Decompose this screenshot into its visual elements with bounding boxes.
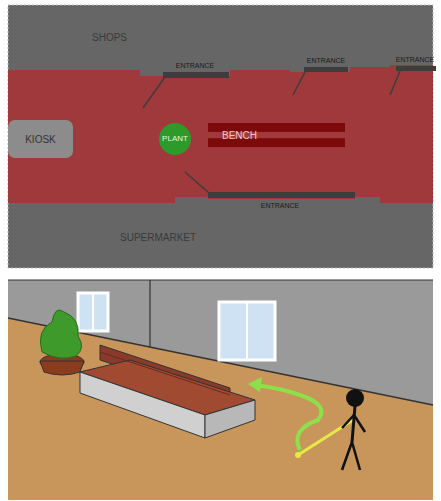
walking-path-arrow xyxy=(248,377,321,450)
node-text: PLANT xyxy=(162,135,188,144)
wall-corner xyxy=(149,280,150,347)
ceiling-edge xyxy=(8,280,433,281)
wall xyxy=(8,280,433,405)
bench-bars: BENCH xyxy=(208,122,345,149)
entrance-door xyxy=(208,192,355,198)
window xyxy=(78,293,108,331)
entrance-label: ENTRANCE xyxy=(307,57,346,65)
map-ground xyxy=(8,5,433,268)
door-leaf xyxy=(293,72,305,95)
plant-circle: PLANT xyxy=(158,122,192,156)
kiosk-box: KIOSK xyxy=(8,120,73,158)
area-label: SUPERMARKET xyxy=(120,232,196,243)
area-label: SHOPS xyxy=(92,32,127,43)
person-figure xyxy=(295,389,365,470)
bench xyxy=(80,345,255,438)
entrance-door xyxy=(396,66,436,71)
door-leaf xyxy=(143,77,165,108)
node-text: BENCH xyxy=(222,130,257,141)
entrance-door xyxy=(304,67,348,72)
node-text: KIOSK xyxy=(25,134,56,145)
door-leaf xyxy=(185,172,209,193)
potted-plant xyxy=(40,310,84,375)
window xyxy=(219,302,275,360)
entrance-label: ENTRANCE xyxy=(261,202,300,210)
entrance-label: ENTRANCE xyxy=(396,56,435,64)
corridor xyxy=(8,65,433,203)
floor xyxy=(8,280,433,500)
door-leaf xyxy=(390,71,400,95)
entrance-door xyxy=(163,72,229,78)
entrance-label: ENTRANCE xyxy=(176,62,215,70)
